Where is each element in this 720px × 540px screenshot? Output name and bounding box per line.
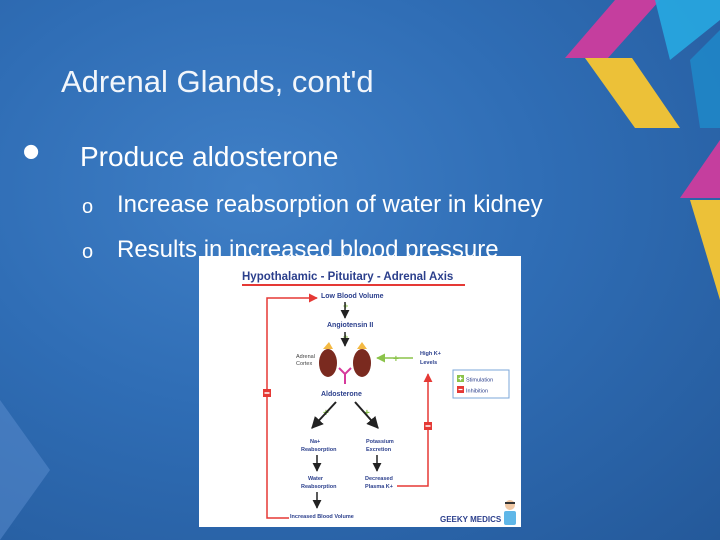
node-low-blood-volume: Low Blood Volume xyxy=(321,293,384,300)
sub-bullet-marker: o xyxy=(82,241,94,263)
raas-diagram: Hypothalamic - Pituitary - Adrenal Axis … xyxy=(199,256,521,527)
node-aldosterone: Aldosterone xyxy=(321,391,362,398)
mascot-icon xyxy=(504,500,516,525)
node-increased-blood-volume: Increased Blood Volume xyxy=(290,514,354,520)
node-k-line1: Potassium xyxy=(366,439,394,445)
node-na-line1: Na+ xyxy=(310,439,320,445)
node-k-line2: Excretion xyxy=(366,447,392,453)
arrow-aldo-to-na xyxy=(311,401,337,429)
arrow-aldo-to-k xyxy=(354,401,379,429)
diagram-legend: Stimulation Inhibition xyxy=(452,369,510,399)
diagram-heading: Hypothalamic - Pituitary - Adrenal Axis xyxy=(242,271,453,283)
node-high-k-line1: High K+ xyxy=(420,351,441,357)
feedback-loop-right xyxy=(397,373,433,487)
node-angiotensin: Angiotensin II xyxy=(327,322,373,329)
legend-inhibition: Inhibition xyxy=(466,389,488,395)
legend-stimulation: Stimulation xyxy=(466,378,493,384)
label-adrenal-line1: Adrenal xyxy=(296,354,315,360)
node-high-k-line2: Levels xyxy=(420,360,437,366)
feedback-loop-left xyxy=(266,293,318,519)
label-adrenal-line2: Cortex xyxy=(296,361,312,367)
plus-sign: + xyxy=(364,408,370,419)
sub-bullet-marker: o xyxy=(82,196,94,218)
raas-diagram-svg: Hypothalamic - Pituitary - Adrenal Axis … xyxy=(242,271,516,525)
node-dec-line2: Plasma K+ xyxy=(365,484,393,490)
plus-sign: + xyxy=(393,354,399,365)
kidney-adrenal-illustration xyxy=(319,342,371,384)
bullet-produce-aldosterone: Produce aldosterone xyxy=(80,141,339,172)
node-water-line1: Water xyxy=(308,476,324,482)
node-water-line2: Reabsorption xyxy=(301,484,337,490)
bullet-dot: • xyxy=(22,123,41,181)
node-na-line2: Reabsorption xyxy=(301,447,337,453)
sub-bullet-water-reabsorption: Increase reabsorption of water in kidney xyxy=(117,191,543,218)
geeky-medics-logo: GEEKY MEDICS xyxy=(440,515,502,524)
node-dec-line1: Decreased xyxy=(365,476,393,482)
slide-title: Adrenal Glands, cont'd xyxy=(61,64,374,99)
